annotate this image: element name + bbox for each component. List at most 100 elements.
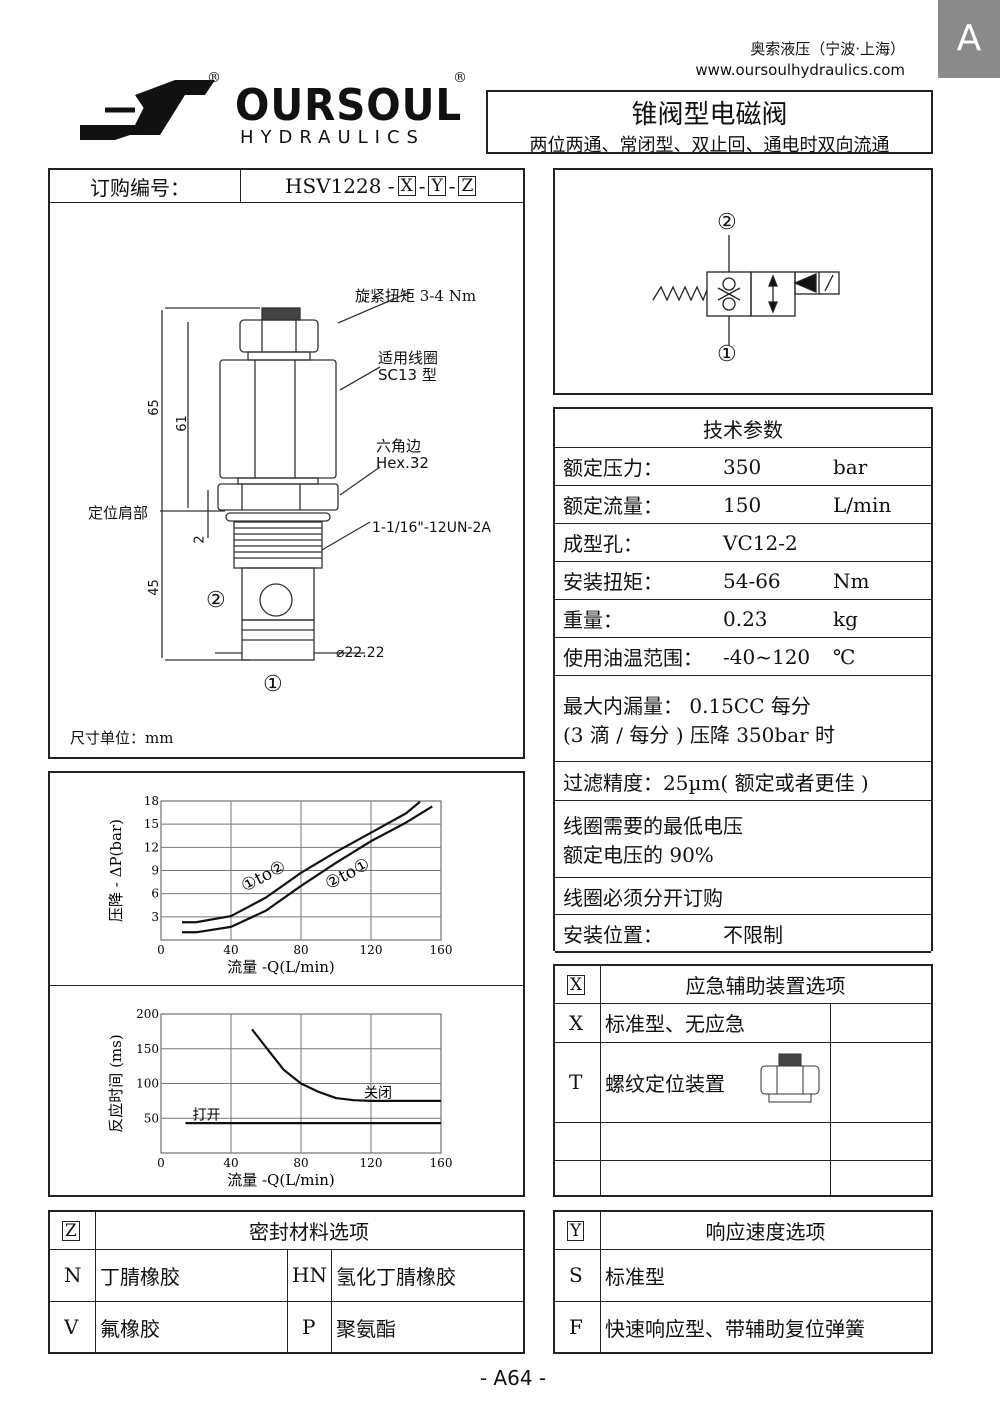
x-tick-label: 80 bbox=[293, 1156, 308, 1170]
valve-drawing bbox=[160, 291, 411, 661]
spec-filtration: 过滤精度：25µm( 额定或者更佳 ) bbox=[555, 762, 931, 801]
spec-unit: bar bbox=[833, 454, 868, 479]
spec-label: 额定压力： bbox=[563, 456, 663, 480]
spec-unit: L/min bbox=[833, 492, 892, 517]
logo-subtext: HYDRAULICS bbox=[240, 127, 425, 148]
y-options-table: Y 响应速度选项 S 标准型 F 快速响应型、带辅助复位弹簧 bbox=[553, 1210, 933, 1354]
y-tick-label: 12 bbox=[144, 840, 159, 854]
series-line bbox=[182, 805, 433, 934]
option-y-box: Y bbox=[428, 176, 446, 196]
x-axis-label: 流量 -Q(L/min) bbox=[227, 958, 335, 976]
z-option-desc: 聚氨酯 bbox=[336, 1316, 396, 1341]
x-axis-label: 流量 -Q(L/min) bbox=[227, 1171, 335, 1189]
thread-spec: 1-1/16"-12UN-2A bbox=[372, 520, 491, 536]
x-tick-label: 0 bbox=[157, 943, 165, 957]
port-2-label: ② bbox=[206, 588, 226, 613]
torque-note: 旋紧扭矩 3-4 Nm bbox=[355, 287, 477, 305]
specs-title: 技术参数 bbox=[555, 409, 931, 448]
option-x-box: X bbox=[397, 176, 416, 196]
threaded-detent-icon bbox=[760, 1053, 820, 1103]
spec-label: 额定流量： bbox=[563, 494, 663, 518]
spec-value: 350 bbox=[723, 454, 762, 479]
spec-leakage: 最大内漏量： 0.15CC 每分(3 滴 / 每分 ) 压降 350bar 时 bbox=[555, 676, 931, 762]
symbol-port-1: ① bbox=[717, 342, 737, 367]
dim-61: 61 bbox=[174, 415, 190, 432]
shoulder-label: 定位肩部 bbox=[88, 504, 149, 522]
y-tick-label: 9 bbox=[151, 864, 159, 878]
company-name: 奥索液压（宁波·上海） bbox=[750, 40, 905, 58]
dim-2: 2 bbox=[192, 535, 208, 544]
z-option-code: V bbox=[64, 1315, 79, 1339]
website[interactable]: www.oursoulhydraulics.com bbox=[695, 61, 905, 79]
y-tick-label: 15 bbox=[144, 817, 159, 831]
y-tick-label: 200 bbox=[136, 1007, 159, 1021]
y-option-code: F bbox=[569, 1315, 583, 1339]
title-box: 锥阀型电磁阀 两位两通、常闭型、双止回、通电时双向流通 bbox=[486, 90, 933, 156]
port-1-label: ① bbox=[263, 672, 283, 697]
spec-row: 额定压力： 350 bar bbox=[555, 448, 931, 486]
spec-row: 额定流量： 150 L/min bbox=[555, 486, 931, 524]
x-tick-label: 160 bbox=[430, 943, 453, 957]
logo-text: OURSOUL bbox=[235, 80, 463, 131]
valve-symbol-icon bbox=[652, 235, 840, 345]
spec-label: 安装扭矩： bbox=[563, 570, 663, 594]
model-number: HSV1228 - bbox=[285, 174, 395, 198]
spec-coil-voltage: 线圈需要的最低电压额定电压的 90% bbox=[555, 801, 931, 878]
series-label: 打开 bbox=[193, 1107, 221, 1124]
z-option-code: N bbox=[64, 1263, 82, 1287]
specs-table: 技术参数 额定压力： 350 bar 额定流量： 150 L/min 成型孔：VC12-2 安… bbox=[553, 407, 933, 953]
spec-label: 使用油温范围： bbox=[563, 646, 703, 670]
x-tick-label: 120 bbox=[360, 1156, 383, 1170]
y-option-desc: 快速响应型、带辅助复位弹簧 bbox=[605, 1316, 865, 1341]
order-code-label: 订购编号： bbox=[90, 175, 190, 200]
z-options-table: Z 密封材料选项 N 丁腈橡胶 HN 氢化丁腈橡胶 V 氟橡胶 P 聚氨酯 bbox=[48, 1210, 525, 1354]
spec-value: -40~120 bbox=[723, 644, 811, 669]
y-axis-label: 反应时间 (ms) bbox=[107, 1034, 125, 1132]
product-subtitle: 两位两通、常闭型、双止回、通电时双向流通 bbox=[529, 135, 890, 156]
dim-65: 65 bbox=[146, 399, 162, 416]
spec-unit: kg bbox=[833, 606, 858, 631]
series-line bbox=[251, 1028, 441, 1102]
x-key-box: X bbox=[567, 974, 586, 995]
z-option-desc: 氢化丁腈橡胶 bbox=[336, 1264, 456, 1289]
spec-mounting: 安装位置：不限制 bbox=[555, 915, 931, 953]
x-options-table: X 应急辅助装置选项 X 标准型、无应急 T 螺纹定位装置 bbox=[553, 964, 933, 1197]
dash: - bbox=[418, 174, 426, 198]
y-tick-label: 18 bbox=[144, 794, 159, 808]
logo-mark-icon bbox=[80, 80, 215, 140]
spec-value: 150 bbox=[723, 492, 762, 517]
registered-mark: ® bbox=[453, 70, 467, 86]
unit-note: 尺寸单位：mm bbox=[70, 729, 174, 747]
spec-value: 0.23 bbox=[723, 606, 768, 631]
x-options-title: 应急辅助装置选项 bbox=[685, 974, 846, 998]
y-key-box: Y bbox=[567, 1220, 585, 1241]
y-option-desc: 标准型 bbox=[605, 1264, 665, 1289]
x-tick-label: 160 bbox=[430, 1156, 453, 1170]
series-label: ②to① bbox=[322, 854, 373, 894]
x-option-code: T bbox=[569, 1070, 583, 1094]
logo: OURSOUL HYDRAULICS ® ® bbox=[75, 70, 467, 155]
hydraulic-symbol-panel: ② ① bbox=[553, 168, 933, 395]
spec-coil-order: 线圈必须分开订购 bbox=[555, 878, 931, 915]
y-tick-label: 150 bbox=[136, 1042, 159, 1056]
diameter-dim: ⌀22.22 bbox=[336, 645, 385, 661]
z-key-box: Z bbox=[62, 1220, 80, 1241]
spec-value: VC12-2 bbox=[723, 530, 798, 555]
series-line bbox=[182, 800, 421, 924]
dash: - bbox=[448, 174, 456, 198]
spec-row: 使用油温范围：-40~120℃ bbox=[555, 638, 931, 676]
y-tick-label: 3 bbox=[151, 910, 159, 924]
order-code: HSV1228 - X- Y- Z bbox=[285, 170, 477, 202]
spec-row: 成型孔：VC12-2 bbox=[555, 524, 931, 562]
x-tick-label: 0 bbox=[157, 1156, 165, 1170]
spec-value: 54-66 bbox=[723, 568, 781, 593]
z-option-code: P bbox=[302, 1315, 316, 1339]
y-tick-label: 50 bbox=[144, 1111, 159, 1125]
dim-45: 45 bbox=[146, 579, 162, 596]
